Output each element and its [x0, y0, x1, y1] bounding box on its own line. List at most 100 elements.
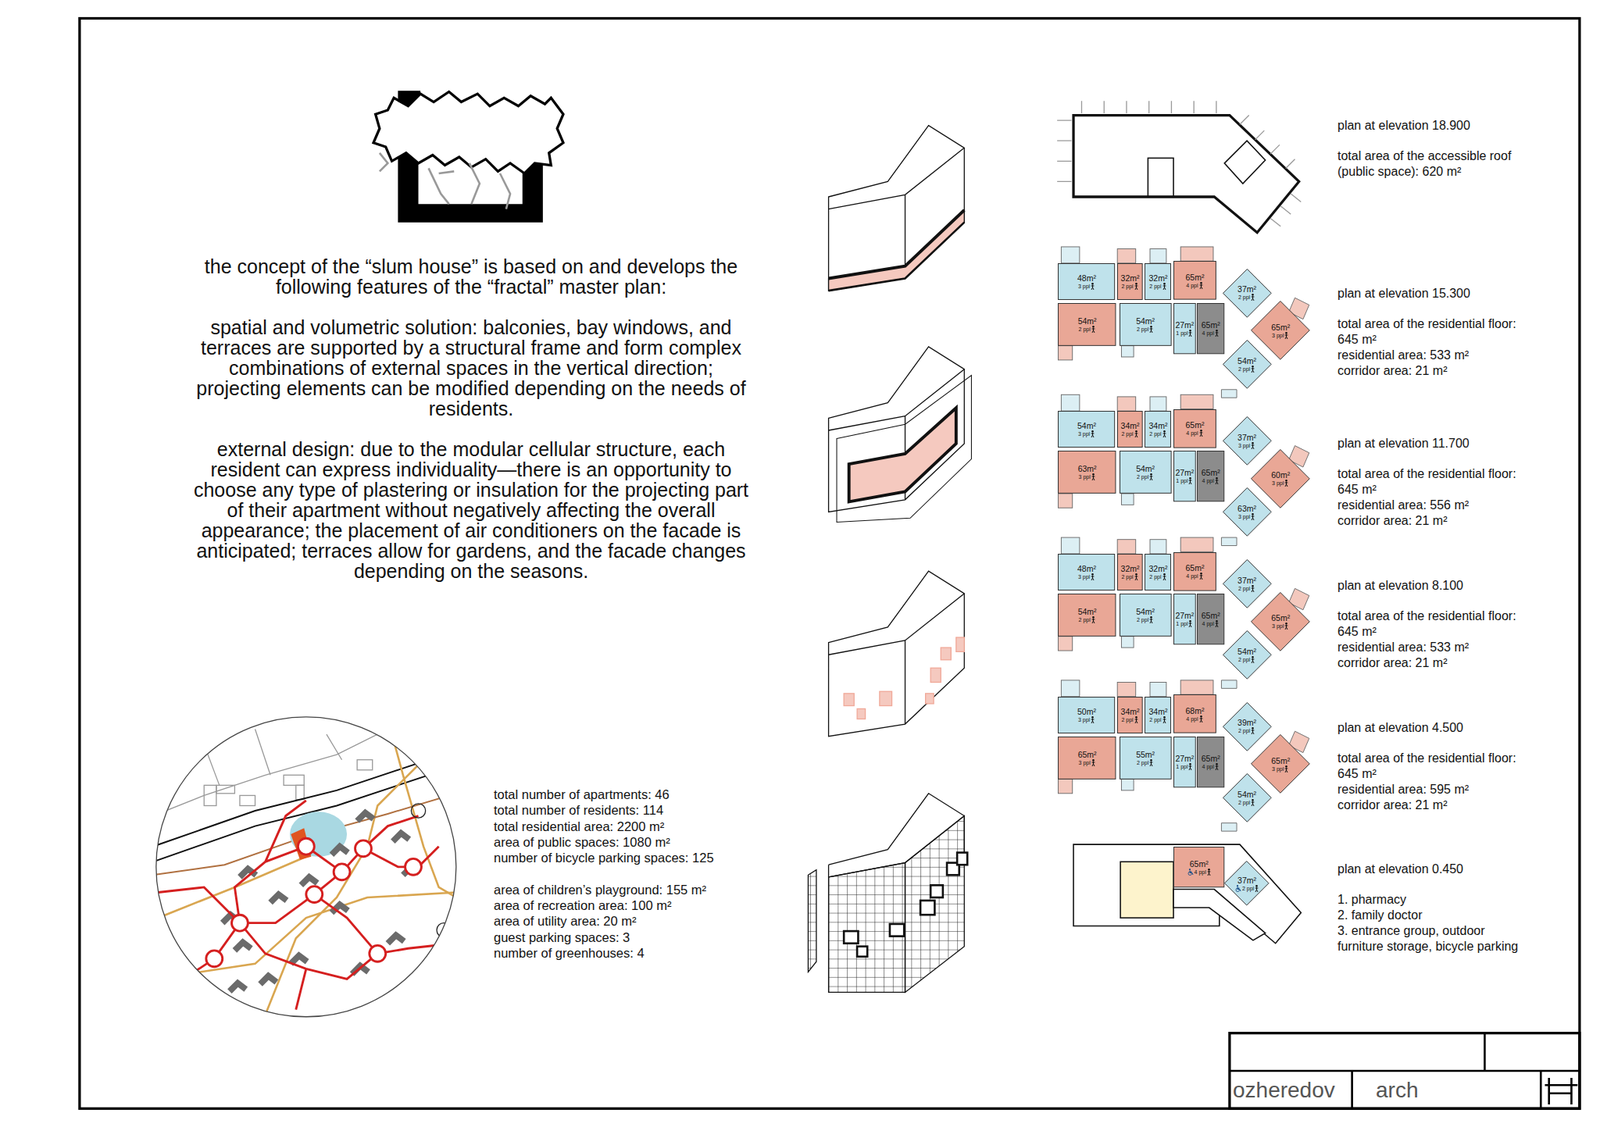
apartment-cell-diamond: 63m²3 ppl: [1222, 487, 1272, 537]
title-block-part: [1544, 1078, 1578, 1105]
residents-line: 4 ppl: [1202, 477, 1220, 485]
person-icon-part: [1285, 479, 1288, 483]
apartment-area: 32m²: [1121, 273, 1140, 283]
person-icon-part: [1091, 718, 1095, 724]
apartment-cell: 27m²1 ppl: [1173, 736, 1197, 788]
person-icon: [1091, 616, 1096, 624]
wheelchair-icon: [1235, 885, 1242, 893]
person-icon: [1188, 329, 1193, 337]
resident-count: 4 ppl: [1202, 329, 1215, 337]
person-icon-part: [1214, 765, 1218, 771]
plan-data-line: total area of the accessible roof (publi…: [1337, 148, 1519, 180]
person-icon: [1091, 325, 1096, 333]
person-icon-part: [1199, 432, 1203, 437]
statistic-line: area of utility area: 20 m²: [493, 913, 838, 929]
person-icon: [1250, 293, 1255, 301]
apartment-area: 34m²: [1121, 421, 1140, 431]
plan-data-line: residential area: 533 m²: [1337, 347, 1519, 364]
plan-elevation-title: plan at elevation 18.900: [1337, 117, 1519, 134]
site-plan-map-part-part-part: [387, 935, 404, 943]
apartment-cell-diamond: 54m²2 ppl: [1222, 339, 1272, 390]
person-icon: [1284, 332, 1289, 340]
area-line: 27m²: [1175, 320, 1194, 330]
resident-count: 4 ppl: [1202, 620, 1215, 628]
person-icon-part: [1251, 442, 1254, 445]
apartment-area: 54m²: [1237, 356, 1257, 366]
person-icon-part: [1135, 282, 1138, 286]
apartment-cell: 27m²1 ppl: [1173, 593, 1197, 645]
person-icon: [1149, 616, 1154, 624]
site-plan-map-part-part-part: [283, 775, 304, 786]
concept-text: the concept of the “slum house” is based…: [189, 256, 753, 602]
apartment-cell-diamond: 37m²2 ppl: [1224, 860, 1269, 906]
resident-count: 3 ppl: [1078, 430, 1090, 438]
site-plan-map-part-part-part: [331, 846, 348, 855]
resident-count: 2 ppl: [1121, 716, 1133, 724]
person-icon-part: [1162, 718, 1166, 724]
axonometric-diagrams-part-part-part: [879, 691, 893, 706]
apartment-cell: 54m²2 ppl: [1057, 303, 1116, 347]
resident-count: 2 ppl: [1242, 885, 1254, 893]
resident-count: 4 ppl: [1185, 572, 1198, 580]
apartment-area: 54m²: [1078, 607, 1097, 617]
area-line: 65m²: [1201, 753, 1221, 764]
person-icon-part: [1251, 799, 1254, 802]
wheelchair-icon-part: [1188, 871, 1192, 875]
apartment-area: 32m²: [1121, 564, 1140, 574]
person-icon-part: [1251, 585, 1254, 588]
site-plan-map-part-part: [222, 813, 420, 992]
person-icon-part: [1285, 622, 1288, 625]
person-icon-part: [1251, 443, 1255, 449]
cell-outline: [1145, 411, 1172, 448]
person-icon-part: [1199, 717, 1203, 722]
residents-line: 3 ppl: [1238, 513, 1256, 521]
cell-outline: [1222, 702, 1272, 751]
person-icon: [1250, 513, 1255, 521]
residents-line: 3 ppl: [1078, 282, 1096, 290]
residents-line: 1 ppl: [1175, 620, 1193, 628]
area-line: 50m²: [1077, 707, 1097, 717]
residents-line: 2 ppl: [1238, 293, 1256, 301]
apartment-area: 37m²: [1237, 875, 1257, 886]
site-plan-map-part-part: [153, 750, 460, 863]
axonometric-diagrams-part-part-part: [925, 693, 934, 704]
cell-outline: [1174, 303, 1197, 354]
residents-line: 4 ppl: [1185, 282, 1204, 290]
person-icon: [1090, 282, 1095, 290]
statistic-line: area of recreation area: 100 m²: [493, 897, 838, 914]
site-plan-map-part-part-part: [216, 785, 236, 793]
apartment-cell: 65m²4 ppl: [1196, 593, 1225, 645]
axonometric-diagrams-part-part: [905, 816, 965, 993]
plan-data-line: total area of the residential floor: 645…: [1337, 466, 1519, 498]
apartment-cell: 34m²2 ppl: [1117, 696, 1143, 734]
area-line: 65m²: [1185, 563, 1204, 573]
person-icon-part: [1091, 575, 1095, 581]
residents-line: 4 ppl: [1202, 620, 1220, 628]
axonometric-diagrams-part-part: [843, 853, 968, 958]
person-icon-part: [1162, 285, 1166, 290]
residents-line: 2 ppl: [1136, 473, 1154, 481]
resident-count: 1 ppl: [1175, 620, 1188, 628]
person-icon-part: [1091, 716, 1094, 719]
person-icon: [1199, 282, 1204, 290]
apartment-cell: 48m²3 ppl: [1057, 263, 1115, 300]
axonometric-diagrams-part-part: [828, 222, 965, 291]
floor-plan-details-part: [1057, 246, 1309, 398]
area-line: 55m²: [1135, 750, 1155, 760]
area-line: 65m²: [1271, 322, 1290, 333]
resident-count: 3 ppl: [1078, 759, 1091, 767]
person-icon-part: [1092, 759, 1095, 762]
area-line: 65m²: [1201, 467, 1221, 478]
apartment-area: 27m²: [1175, 320, 1194, 330]
apartment-area: 54m²: [1135, 316, 1155, 326]
person-icon-part: [1207, 868, 1211, 872]
plan-elevation-title: plan at elevation 15.300: [1337, 285, 1519, 302]
cell-outline: [1119, 737, 1172, 780]
resident-count: 2 ppl: [1078, 325, 1091, 333]
residents-line: 3 ppl: [1271, 479, 1290, 487]
person-icon-part: [1091, 761, 1095, 767]
cell-outline: [1197, 594, 1225, 645]
apartment-area: 32m²: [1148, 273, 1168, 283]
roof-plan-part: [1073, 115, 1300, 233]
area-line: 39m²: [1237, 717, 1257, 728]
